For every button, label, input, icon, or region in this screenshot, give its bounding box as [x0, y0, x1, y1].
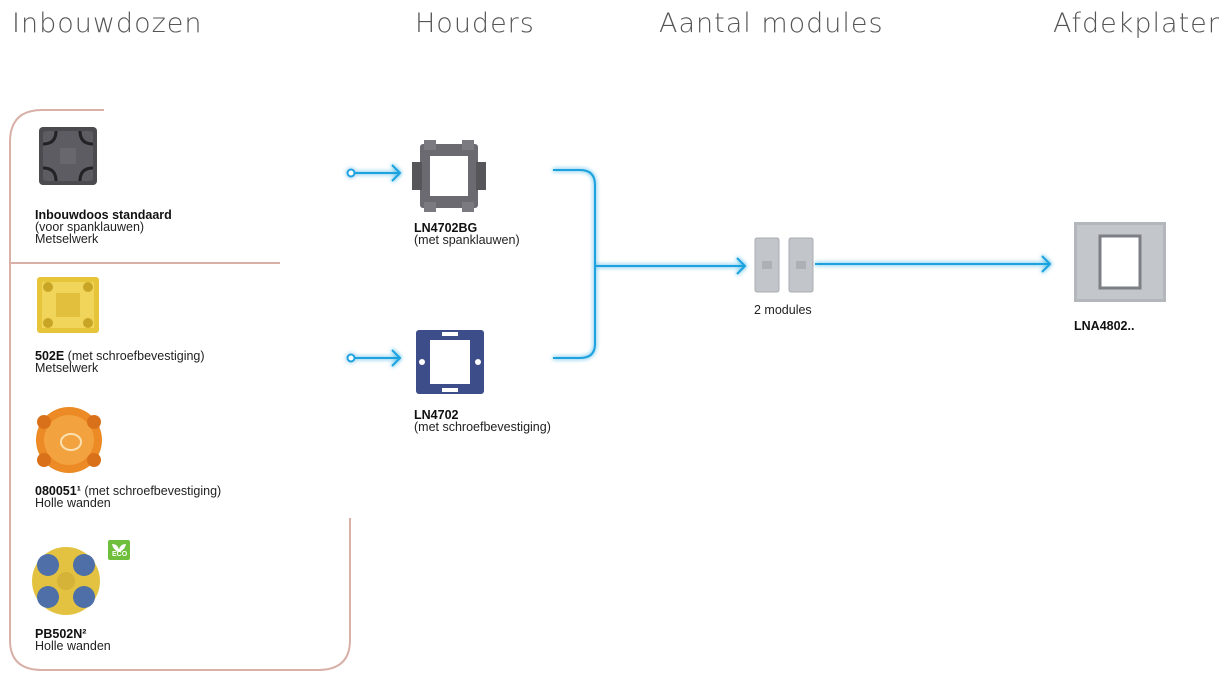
holder-note: (met schroefbevestiging): [414, 420, 551, 434]
plate-lna4802-image: [1074, 222, 1166, 302]
column-header-houders: Houders: [415, 8, 535, 39]
box-note: (met schroefbevestiging): [80, 484, 222, 498]
box-caption-pb502n: PB502N² Holle wanden: [35, 627, 111, 653]
column-header-modules: Aantal modules: [659, 8, 884, 39]
box-code: Inbouwdoos standaard: [35, 208, 172, 222]
arrow-to-modules: [595, 257, 747, 275]
holder-ln4702bg-image: [412, 140, 486, 212]
box-080051-image: [36, 407, 102, 473]
box-code: 080051¹: [35, 484, 81, 498]
column-header-inbouwdozen: Inbouwdozen: [12, 8, 203, 39]
box-caption-502e: 502E (met schroefbevestiging) Metselwerk: [35, 349, 205, 375]
box-group-bracket: [9, 109, 351, 671]
holder-code: LN4702: [414, 408, 459, 422]
box-502e-image: [37, 277, 99, 333]
plate-code: LNA4802..: [1074, 319, 1135, 333]
plate-caption: LNA4802..: [1074, 319, 1135, 333]
modules-label: 2 modules: [754, 303, 812, 317]
box-code: PB502N²: [35, 627, 87, 641]
modules-image: [754, 237, 814, 293]
leaf-icon: [112, 544, 126, 552]
box-caption-080051: 080051¹ (met schroefbevestiging) Holle w…: [35, 484, 222, 510]
eco-badge: ECO: [108, 540, 130, 560]
inbouwdoos-standaard-image: [39, 127, 97, 185]
holder-caption-ln4702: LN4702 (met schroefbevestiging): [414, 408, 551, 434]
arrow-to-ln4702: [346, 349, 402, 367]
holder-note: (met spanklauwen): [414, 233, 520, 247]
box-material: Holle wanden: [35, 639, 111, 653]
holder-ln4702-image: [416, 330, 484, 394]
box-material: Holle wanden: [35, 496, 111, 510]
holder-caption-ln4702bg: LN4702BG (met spanklauwen): [414, 221, 520, 247]
box-note: (met schroefbevestiging): [64, 349, 205, 363]
column-header-afdekplaten: Afdekplaten: [1053, 8, 1219, 39]
arrow-to-ln4702bg: [346, 164, 402, 182]
holder-code: LN4702BG: [414, 221, 478, 235]
merge-bracket: [553, 169, 596, 359]
box-code: 502E: [35, 349, 65, 363]
box-material: Metselwerk: [35, 232, 99, 246]
box-caption-standaard: Inbouwdoos standaard (voor spanklauwen) …: [35, 208, 172, 246]
eco-badge-label: ECO: [112, 551, 128, 558]
box-pb502n-image: [32, 547, 100, 615]
arrow-to-plate: [815, 255, 1052, 273]
box-material: Metselwerk: [35, 361, 99, 375]
box-note: (voor spanklauwen): [35, 220, 145, 234]
